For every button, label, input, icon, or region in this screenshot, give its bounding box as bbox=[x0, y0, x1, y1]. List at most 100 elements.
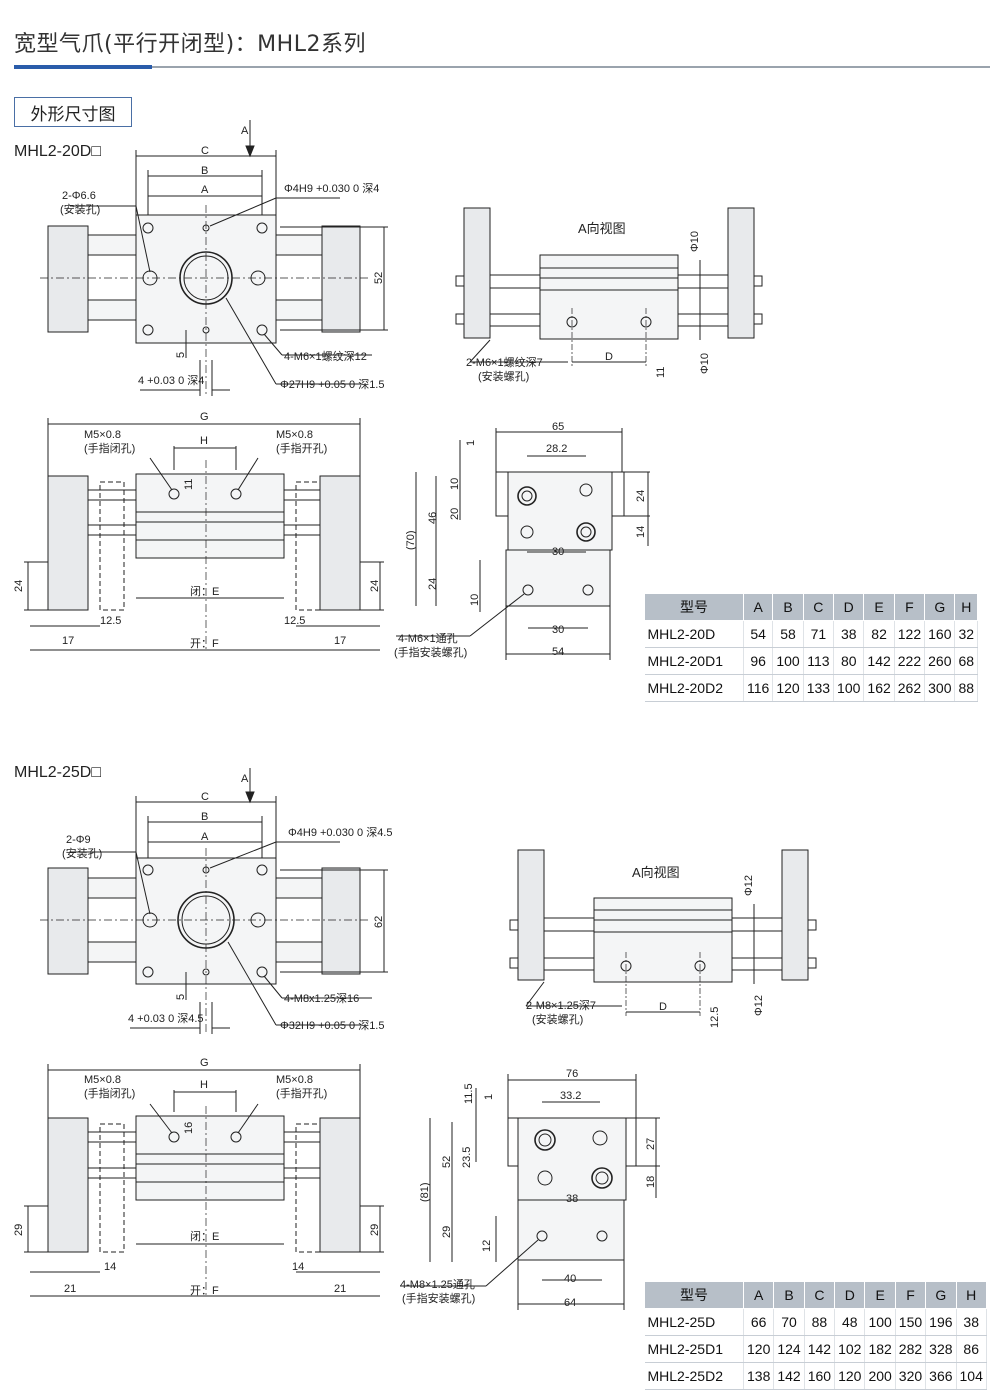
table-cell: 120 bbox=[834, 1362, 866, 1390]
table-row: MHL2-20D1 96 100 113 80 142 222 260 68 bbox=[644, 647, 979, 675]
height-dim: 62 bbox=[373, 916, 385, 928]
table-cell: 122 bbox=[894, 620, 926, 648]
side-view-25d-labels: 76 33.2 11.5 1 23.5 52 (81) 29 12 27 18 … bbox=[400, 1068, 657, 1309]
dim-d: D bbox=[659, 1001, 667, 1013]
dim-b: B bbox=[201, 165, 208, 177]
table-header: G bbox=[924, 593, 956, 621]
w-low: 40 bbox=[564, 1273, 576, 1285]
mount-hole-label: 2-Φ9 bbox=[66, 834, 91, 846]
finger-h-left: 29 bbox=[13, 1224, 25, 1236]
port-close-note: (手指闭孔) bbox=[84, 1086, 135, 1100]
table-row: MHL2-25D2 138 142 160 120 200 320 366 10… bbox=[644, 1362, 987, 1390]
table-header: F bbox=[894, 1281, 927, 1309]
table-header: C bbox=[803, 1281, 836, 1309]
table-cell: 100 bbox=[833, 674, 865, 702]
dim-left-1: 1 bbox=[483, 1094, 495, 1100]
end-w-right: 17 bbox=[334, 635, 346, 647]
table-cell: 300 bbox=[924, 674, 956, 702]
table-cell: 66 bbox=[743, 1308, 775, 1336]
table-cell: 120 bbox=[772, 674, 804, 702]
dim-a: A bbox=[201, 831, 209, 843]
dim-right-1: 14 bbox=[635, 526, 647, 538]
view-a-title: A向视图 bbox=[632, 865, 680, 880]
table-header: E bbox=[863, 593, 895, 621]
page-title: 宽型气爪(平行开闭型)：MHL2系列 bbox=[14, 32, 366, 57]
table-cell: 142 bbox=[863, 647, 895, 675]
phi-bottom: Φ12 bbox=[753, 995, 765, 1016]
height-dim: 52 bbox=[373, 272, 385, 284]
dim-left-2: 20 bbox=[449, 508, 461, 520]
finger-w-right: 14 bbox=[292, 1261, 304, 1273]
side-view-20d-labels: 65 28.2 1 10 20 46 (70) 24 10 24 14 30 3… bbox=[394, 421, 647, 659]
w-total: 76 bbox=[566, 1068, 578, 1080]
front-view-25d bbox=[24, 1064, 384, 1297]
view-a-25d bbox=[509, 849, 817, 1016]
view-a-offset: 11 bbox=[655, 367, 667, 378]
side-tap: 4-M8×1.25通孔 bbox=[400, 1278, 475, 1291]
end-w-left: 21 bbox=[64, 1283, 76, 1295]
table-cell: MHL2-25D bbox=[644, 1308, 744, 1336]
view-a-offset: 12.5 bbox=[709, 1007, 721, 1028]
w-mid: 30 bbox=[552, 546, 564, 558]
table-cell: 82 bbox=[863, 620, 895, 648]
finger-h-left: 24 bbox=[13, 580, 25, 592]
table-header: F bbox=[893, 593, 926, 621]
dim-left-0: 11.5 bbox=[463, 1083, 475, 1104]
finger-h-right: 29 bbox=[369, 1224, 381, 1236]
table-cell: 104 bbox=[956, 1362, 987, 1390]
pin-hole-label: Φ4H9 +0.030 0 深4 bbox=[284, 182, 379, 195]
view-arrow-label: A bbox=[241, 773, 249, 785]
table-cell: 150 bbox=[895, 1308, 927, 1336]
dim-right-0: 24 bbox=[635, 490, 647, 502]
table-cell: 102 bbox=[834, 1335, 866, 1363]
title-rule bbox=[14, 66, 990, 68]
dim-g: G bbox=[200, 411, 209, 423]
dim-left-3: 52 bbox=[441, 1156, 453, 1168]
table-cell: 162 bbox=[863, 674, 895, 702]
dim-right-1: 18 bbox=[645, 1176, 657, 1188]
w-mid: 38 bbox=[566, 1193, 578, 1205]
table-cell: 88 bbox=[804, 1308, 836, 1336]
dim-h: H bbox=[200, 1079, 208, 1091]
view-a-tap: 2-M8×1.25深7 bbox=[526, 999, 596, 1012]
phi-top: Φ10 bbox=[689, 231, 701, 252]
top-view-20d-labels: A C B A 2-Φ6.6 (安装孔) Φ4H9 +0.030 0 深4 52… bbox=[60, 125, 385, 391]
table-cell: 58 bbox=[772, 620, 804, 648]
port-close-note: (手指闭孔) bbox=[84, 441, 135, 455]
table-cell: 366 bbox=[925, 1362, 957, 1390]
table-header-row: 型号 A B C D E F G H bbox=[644, 1281, 987, 1309]
table-header: B bbox=[772, 593, 804, 621]
table-cell: 100 bbox=[772, 647, 804, 675]
dim-f: 开：F bbox=[190, 1285, 219, 1297]
port-open-note: (手指开孔) bbox=[276, 441, 327, 455]
table-cell: 260 bbox=[924, 647, 956, 675]
mount-hole-note: (安装孔) bbox=[62, 846, 102, 860]
section-title: 外形尺寸图 bbox=[14, 97, 132, 127]
table-header: A bbox=[742, 1281, 775, 1309]
table-cell: 182 bbox=[864, 1335, 896, 1363]
table-cell: 142 bbox=[804, 1335, 836, 1363]
w-pitch: 28.2 bbox=[546, 443, 567, 455]
dim-left-0: 1 bbox=[465, 440, 477, 446]
table-header: 型号 bbox=[644, 593, 744, 621]
table-row: MHL2-25D1 120 124 142 102 182 282 328 86 bbox=[644, 1335, 987, 1363]
dim-g: G bbox=[200, 1057, 209, 1069]
table-cell: MHL2-20D1 bbox=[644, 647, 744, 675]
table-cell: 320 bbox=[895, 1362, 927, 1390]
table-cell: 133 bbox=[803, 674, 835, 702]
table-cell: 80 bbox=[833, 647, 865, 675]
w-bottom: 54 bbox=[552, 646, 564, 658]
dim-left-5: 29 bbox=[441, 1226, 453, 1238]
w-low: 30 bbox=[552, 624, 564, 636]
dim-left-4: (70) bbox=[405, 530, 417, 550]
table-cell: 328 bbox=[925, 1335, 957, 1363]
view-arrow-label: A bbox=[241, 125, 249, 137]
table-row: MHL2-25D 66 70 88 48 100 150 196 38 bbox=[644, 1308, 987, 1336]
end-w-right: 21 bbox=[334, 1283, 346, 1295]
table-cell: 262 bbox=[894, 674, 926, 702]
table-cell: 38 bbox=[833, 620, 865, 648]
table-cell: 48 bbox=[834, 1308, 866, 1336]
port-close: M5×0.8 bbox=[84, 429, 121, 441]
top-view-25d bbox=[40, 768, 388, 1035]
table-cell: 124 bbox=[773, 1335, 805, 1363]
